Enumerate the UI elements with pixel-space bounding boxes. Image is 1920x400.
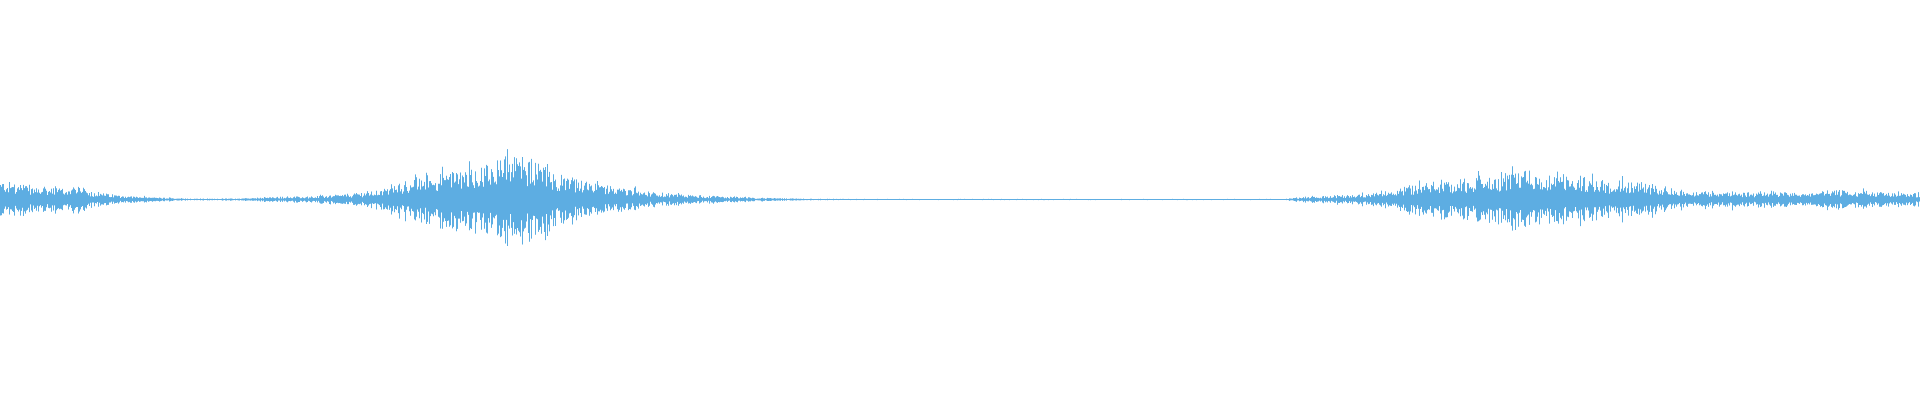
waveform-samples — [0, 149, 1920, 247]
waveform-bars — [0, 149, 1920, 247]
